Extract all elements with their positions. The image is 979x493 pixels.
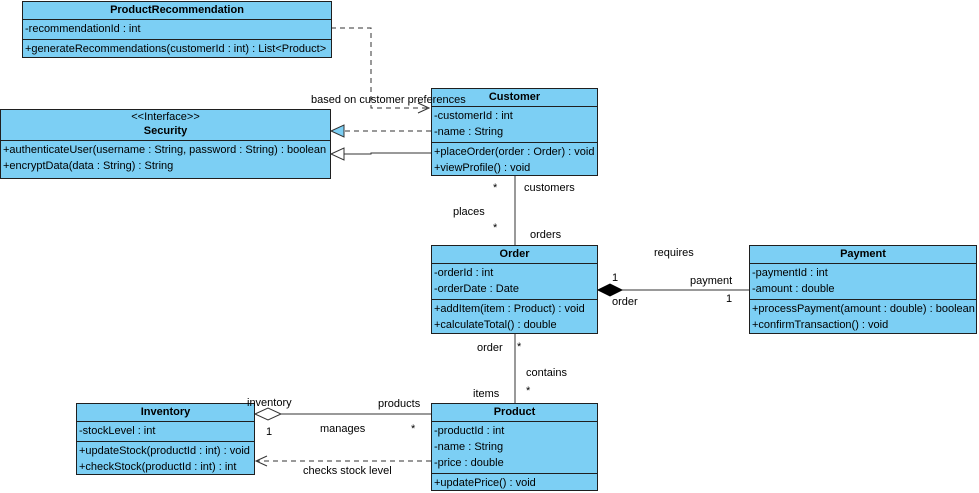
attribute: -amount : double (752, 283, 835, 295)
multiplicity-order-composite: 1 (612, 272, 619, 284)
association-label-manages: manages (320, 423, 366, 435)
class-header: Inventory (77, 404, 254, 421)
association-label-contains: contains (526, 367, 567, 379)
class-header: Order (432, 246, 597, 263)
operation: +authenticateUser(username : String, pas… (3, 144, 327, 156)
generalization-triangle (329, 147, 345, 161)
operations-compartment: +updatePrice() : void (432, 473, 597, 493)
operation: +processPayment(amount : double) : boole… (752, 303, 975, 315)
attribute: -paymentId : int (752, 267, 828, 279)
aggregation-diamond (253, 407, 283, 421)
class-header: Product (432, 404, 597, 421)
attribute: -price : double (434, 457, 504, 469)
stereotype-label: <<Interface>> (131, 111, 200, 123)
multiplicity-customer: * (493, 182, 498, 194)
dependency-label-based-on: based on customer preferences (311, 94, 466, 106)
class-name: Security (143, 125, 188, 137)
multiplicity-items: * (526, 385, 531, 397)
dependency-arrowhead (417, 102, 431, 114)
role-order-contains: order (477, 342, 503, 354)
class-name: Customer (488, 91, 541, 103)
attribute: -recommendationId : int (25, 23, 141, 35)
attribute: -name : String (434, 126, 504, 138)
dependency-arrowhead (254, 455, 268, 467)
attributes-compartment: -stockLevel : int (77, 421, 254, 441)
class-header: Customer (432, 89, 597, 106)
multiplicity-products: * (411, 423, 416, 435)
operation: +confirmTransaction() : void (752, 319, 889, 331)
attribute: -orderId : int (434, 267, 494, 279)
association-label-places: places (453, 206, 485, 218)
class-name: Payment (840, 248, 886, 260)
operation: +updatePrice() : void (434, 477, 536, 489)
role-items: items (473, 388, 500, 400)
operations-compartment: +generateRecommendations(customerId : in… (23, 39, 331, 59)
attribute: -productId : int (434, 425, 505, 437)
attribute: -orderDate : Date (434, 283, 519, 295)
attributes-compartment: -paymentId : int -amount : double (750, 263, 976, 299)
operations-compartment: +updateStock(productId : int) : void +ch… (77, 441, 254, 477)
class-name: Product (493, 406, 536, 418)
class-product-recommendation[interactable]: ProductRecommendation -recommendationId … (22, 1, 332, 58)
role-inventory: inventory (247, 397, 292, 409)
attributes-compartment: -orderId : int -orderDate : Date (432, 263, 597, 299)
composition-diamond (596, 283, 624, 297)
dependency-label-checks-stock: checks stock level (303, 465, 392, 477)
class-header: ProductRecommendation (23, 2, 331, 19)
class-name: Inventory (140, 406, 191, 418)
operation: +viewProfile() : void (434, 162, 531, 174)
class-name: Order (499, 248, 530, 260)
operation: +addItem(item : Product) : void (434, 303, 585, 315)
attribute: -stockLevel : int (79, 425, 156, 437)
operations-compartment: +addItem(item : Product) : void +calcula… (432, 299, 597, 335)
association-label-requires: requires (654, 247, 694, 259)
class-customer[interactable]: Customer -customerId : int -name : Strin… (431, 88, 598, 176)
class-name: ProductRecommendation (110, 4, 244, 16)
operation: +checkStock(productId : int) : int (79, 461, 237, 473)
operation: +calculateTotal() : double (434, 319, 557, 331)
operation: +encryptData(data : String) : String (3, 160, 174, 172)
class-payment[interactable]: Payment -paymentId : int -amount : doubl… (749, 245, 977, 334)
operations-compartment: +placeOrder(order : Order) : void +viewP… (432, 142, 597, 178)
dependency-recommendation-customer (331, 27, 428, 109)
multiplicity-order: * (493, 222, 498, 234)
attributes-compartment: -customerId : int -name : String (432, 106, 597, 142)
operations-compartment: +authenticateUser(username : String, pas… (1, 140, 330, 176)
attribute: -customerId : int (434, 110, 513, 122)
multiplicity-payment: 1 (726, 293, 733, 305)
realization-triangle (329, 124, 345, 138)
role-products: products (378, 398, 421, 410)
class-product[interactable]: Product -productId : int -name : String … (431, 403, 598, 491)
interface-security[interactable]: <<Interface>> Security +authenticateUser… (0, 109, 331, 179)
operation: +placeOrder(order : Order) : void (434, 146, 595, 158)
class-inventory[interactable]: Inventory -stockLevel : int +updateStock… (76, 403, 255, 475)
role-orders: orders (530, 229, 562, 241)
class-order[interactable]: Order -orderId : int -orderDate : Date +… (431, 245, 598, 334)
operation: +generateRecommendations(customerId : in… (25, 43, 327, 55)
multiplicity-inventory: 1 (266, 426, 273, 438)
attributes-compartment: -productId : int -name : String -price :… (432, 421, 597, 473)
attributes-compartment: -recommendationId : int (23, 19, 331, 39)
class-header: Payment (750, 246, 976, 263)
attribute: -name : String (434, 441, 504, 453)
generalization-customer-security (344, 152, 431, 155)
multiplicity-order-contains: * (517, 341, 522, 353)
operations-compartment: +processPayment(amount : double) : boole… (750, 299, 976, 335)
role-payment: payment (690, 275, 733, 287)
class-header: <<Interface>> Security (1, 110, 330, 140)
operation: +updateStock(productId : int) : void (79, 445, 250, 457)
role-order-composite: order (612, 296, 638, 308)
role-customers: customers (524, 182, 575, 194)
